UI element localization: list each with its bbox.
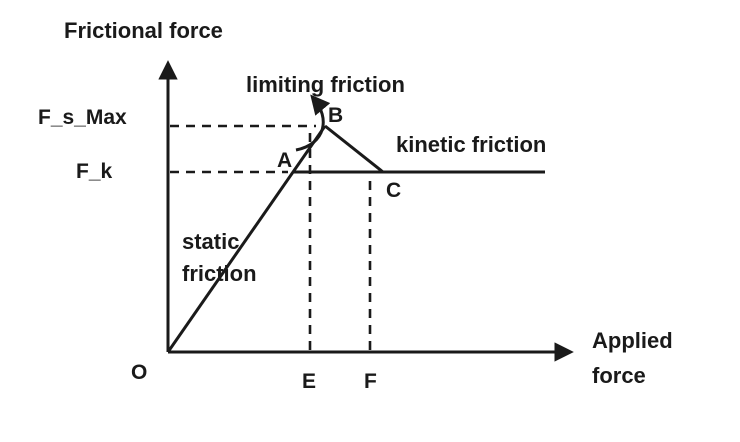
static-friction-label-line1: static: [182, 229, 239, 254]
fk-label: F_k: [76, 160, 113, 183]
fsmax-label: F_s_Max: [38, 106, 127, 129]
point-b-label: B: [328, 104, 343, 127]
point-a-label: A: [277, 149, 292, 172]
y-axis-title: Frictional force: [64, 18, 223, 43]
limiting-friction-label: limiting friction: [246, 72, 405, 97]
limiting-friction-arrow: [295, 94, 331, 152]
x-axis-title-line1: Applied: [592, 328, 673, 353]
static-friction-line: [166, 125, 327, 353]
kinetic-friction-label: kinetic friction: [396, 132, 546, 157]
point-e-label: E: [302, 370, 316, 393]
origin-label: O: [131, 361, 147, 384]
static-friction-label-line2: friction: [182, 261, 257, 286]
limiting-drop-line: [324, 124, 384, 174]
point-c-label: C: [386, 179, 401, 202]
point-f-label: F: [364, 370, 377, 393]
x-axis-title-line2: force: [592, 363, 646, 388]
